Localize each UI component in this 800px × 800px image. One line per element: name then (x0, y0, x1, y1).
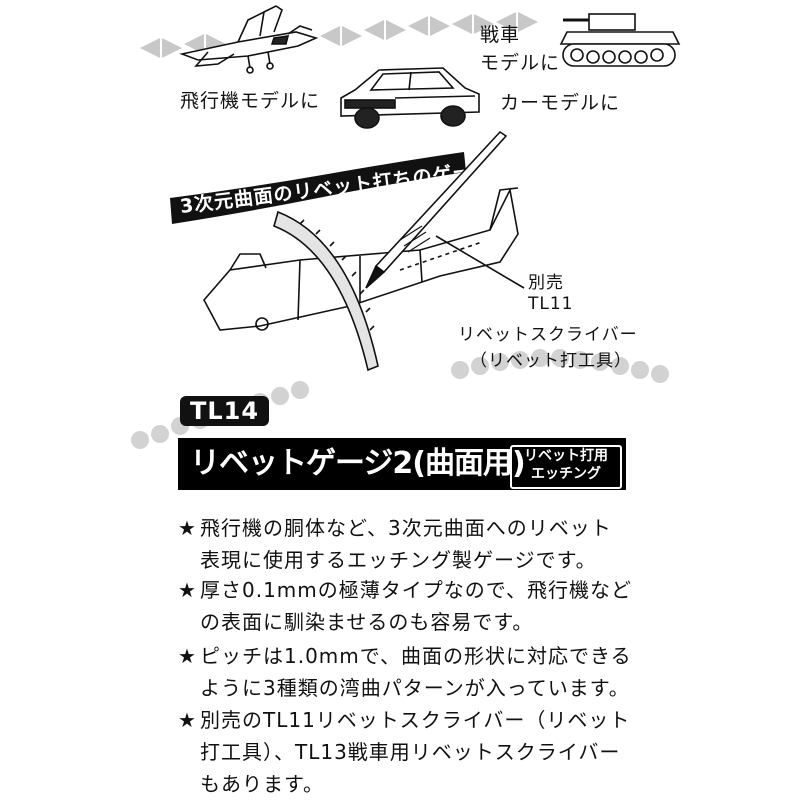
callout-line3: リベットスクライバー (458, 325, 638, 345)
star-icon: ★ (178, 708, 197, 732)
car-illustration (340, 67, 480, 129)
feature-line: 表現に使用するエッチング製ゲージです。 (200, 548, 597, 572)
banner-brush-stroke (170, 152, 466, 224)
tank-illustration (559, 13, 681, 67)
product-subtitle-line1: リベット打用 (524, 448, 608, 464)
tank-caption-line2: モデルに (480, 52, 561, 74)
feature-line: 厚さ0.1mmの極薄タイプなので、飛行機など (200, 578, 632, 602)
feature-line: の表面に馴染ませるのも容易です。 (200, 610, 534, 634)
callout-line2: TL11 (528, 294, 574, 314)
feature-item: ★ ピッチは1.0mmで、曲面の形状に対応できる ように3種類の湾曲パターンが入… (178, 640, 648, 704)
feature-line: もあります。 (200, 772, 324, 796)
star-icon: ★ (178, 644, 197, 668)
feature-item: ★ 飛行機の胴体など、3次元曲面へのリベット 表現に使用するエッチング製ゲージで… (178, 512, 648, 576)
product-subtitle-line2: エッチング (531, 466, 601, 482)
star-icon: ★ (178, 516, 197, 540)
jet-fighter-illustration (179, 5, 319, 74)
star-icon: ★ (178, 578, 197, 602)
feature-line: 別売のTL11リベットスクライバー（リベット (200, 708, 631, 732)
feature-item: ★ 厚さ0.1mmの極薄タイプなので、飛行機など の表面に馴染ませるのも容易です… (178, 574, 648, 638)
airplane-caption: 飛行機モデルに (180, 90, 321, 112)
tank-caption-line1: 戦車 (480, 24, 521, 46)
feature-line: ピッチは1.0mmで、曲面の形状に対応できる (200, 644, 632, 668)
feature-item: ★ 別売のTL11リベットスクライバー（リベット 打工具）、TL13戦車用リベッ… (178, 704, 648, 800)
product-subtitle-box: リベット打用 エッチング (510, 445, 622, 489)
feature-line: 打工具）、TL13戦車用リベットスクライバー (200, 740, 621, 764)
aircraft-gauge-illustration (203, 130, 525, 372)
callout-line1: 別売 (528, 273, 564, 293)
product-code-badge: TL14 (180, 396, 270, 426)
top-bunting-decoration (140, 12, 538, 58)
callout-line4: （リベット打工具） (470, 351, 632, 371)
product-title: リベットゲージ2(曲面用) (190, 446, 526, 481)
car-caption: カーモデルに (500, 92, 621, 114)
feature-line: ように3種類の湾曲パターンが入っています。 (200, 676, 630, 700)
feature-line: 飛行機の胴体など、3次元曲面へのリベット (200, 516, 612, 540)
